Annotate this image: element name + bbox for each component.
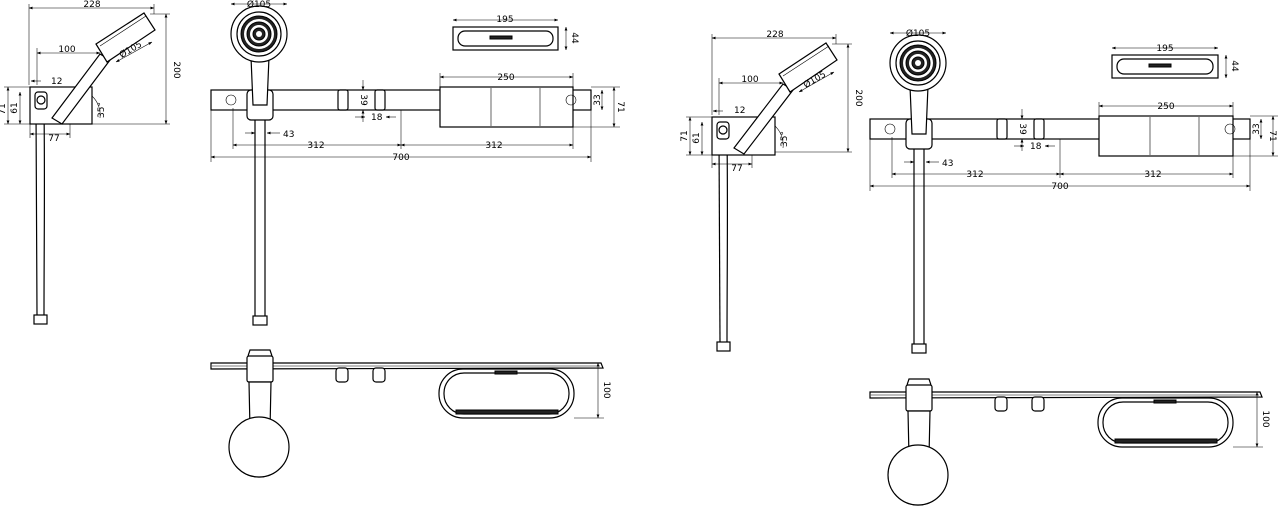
dim-projection: 100 [601, 381, 611, 398]
dim-shelf-length-r: 250 [1157, 102, 1174, 112]
dim-shelf-plan-depth-r: 44 [1229, 60, 1239, 72]
dim-bracket-width-r: 18 [1030, 142, 1042, 152]
dim-bracket-height: 39 [358, 94, 368, 106]
dim-half-right: 312 [485, 141, 502, 151]
front-handle [250, 56, 270, 106]
dim-side-depth: 77 [48, 134, 59, 144]
dim-wall-height-r: 71 [1267, 130, 1277, 141]
dim-wall-height: 71 [615, 101, 625, 112]
dim-shelf-plan-depth: 44 [569, 32, 579, 44]
side-view: 228 100 Ø105 200 12 71 61 77 35° [0, 0, 181, 325]
front-hook-2 [374, 89, 386, 111]
dim-side-height-r: 200 [853, 89, 863, 106]
shelf-plan-view-right: 195 44 [1111, 44, 1239, 79]
front-hook-1 [337, 89, 349, 111]
dim-head-diameter-r: Ø105 [906, 28, 930, 39]
front-view-right: Ø105 250 43 39 18 312 312 700 33 71 [869, 28, 1278, 354]
top-shelf [438, 368, 575, 419]
dim-shelf-plan-length: 195 [496, 15, 513, 25]
dim-side-width: 228 [83, 0, 100, 10]
dim-half-right-r: 312 [1144, 170, 1161, 180]
side-hose-connector [33, 314, 48, 325]
drawing-set-right: 228 100 Ø105 200 12 71 61 77 35° [680, 28, 1278, 506]
dim-overall: 700 [392, 153, 409, 163]
dim-bracket-height-r: 39 [1017, 123, 1027, 135]
top-view-right: 100 [869, 378, 1270, 506]
dim-holder-offset-r: 43 [942, 159, 953, 169]
dim-side-height: 200 [171, 61, 181, 78]
shelf-plan-view: 195 44 [452, 15, 579, 51]
dim-side-depth-r: 77 [731, 164, 742, 174]
dim-side-head-reach-r: 100 [741, 75, 758, 85]
front-shower-head [230, 5, 288, 63]
dim-side-angle-r: 35° [780, 131, 790, 147]
dim-head-diameter: Ø105 [247, 0, 271, 10]
dim-side-offset-r: 12 [734, 106, 745, 116]
front-hose-connector [252, 315, 268, 326]
drawing-set-left: 228 100 Ø105 200 12 71 61 77 35° [0, 0, 625, 478]
front-view: Ø105 250 43 39 18 312 312 700 33 71 [210, 0, 625, 326]
dim-rail-height-r: 33 [1252, 123, 1262, 134]
front-shelf [439, 86, 574, 128]
dim-side-width-r: 228 [766, 30, 783, 40]
dim-side-angle: 35° [97, 102, 107, 118]
dim-side-head-reach: 100 [58, 45, 75, 55]
dim-bracket-width: 18 [371, 113, 383, 123]
dim-shelf-length: 250 [497, 73, 514, 83]
dim-half-left: 312 [307, 141, 324, 151]
dim-side-height-71-r: 71 [680, 130, 690, 141]
dim-side-height-71: 71 [0, 103, 8, 114]
dim-half-left-r: 312 [966, 170, 983, 180]
dim-side-height-61-r: 61 [692, 132, 702, 143]
dim-holder-offset: 43 [283, 130, 294, 140]
side-view-right: 228 100 Ø105 200 12 71 61 77 35° [680, 30, 863, 352]
top-shower-head [228, 416, 290, 478]
dim-projection-r: 100 [1260, 410, 1270, 427]
dim-shelf-plan-length-r: 195 [1156, 44, 1173, 54]
dim-side-offset: 12 [51, 77, 62, 87]
side-shower-head [95, 12, 156, 63]
side-hose [35, 109, 38, 316]
dim-overall-r: 700 [1051, 182, 1068, 192]
dim-side-height-61: 61 [10, 102, 20, 113]
top-view: 100 [210, 349, 611, 478]
dim-rail-height: 33 [593, 94, 603, 105]
front-shower-head-right [889, 34, 947, 92]
